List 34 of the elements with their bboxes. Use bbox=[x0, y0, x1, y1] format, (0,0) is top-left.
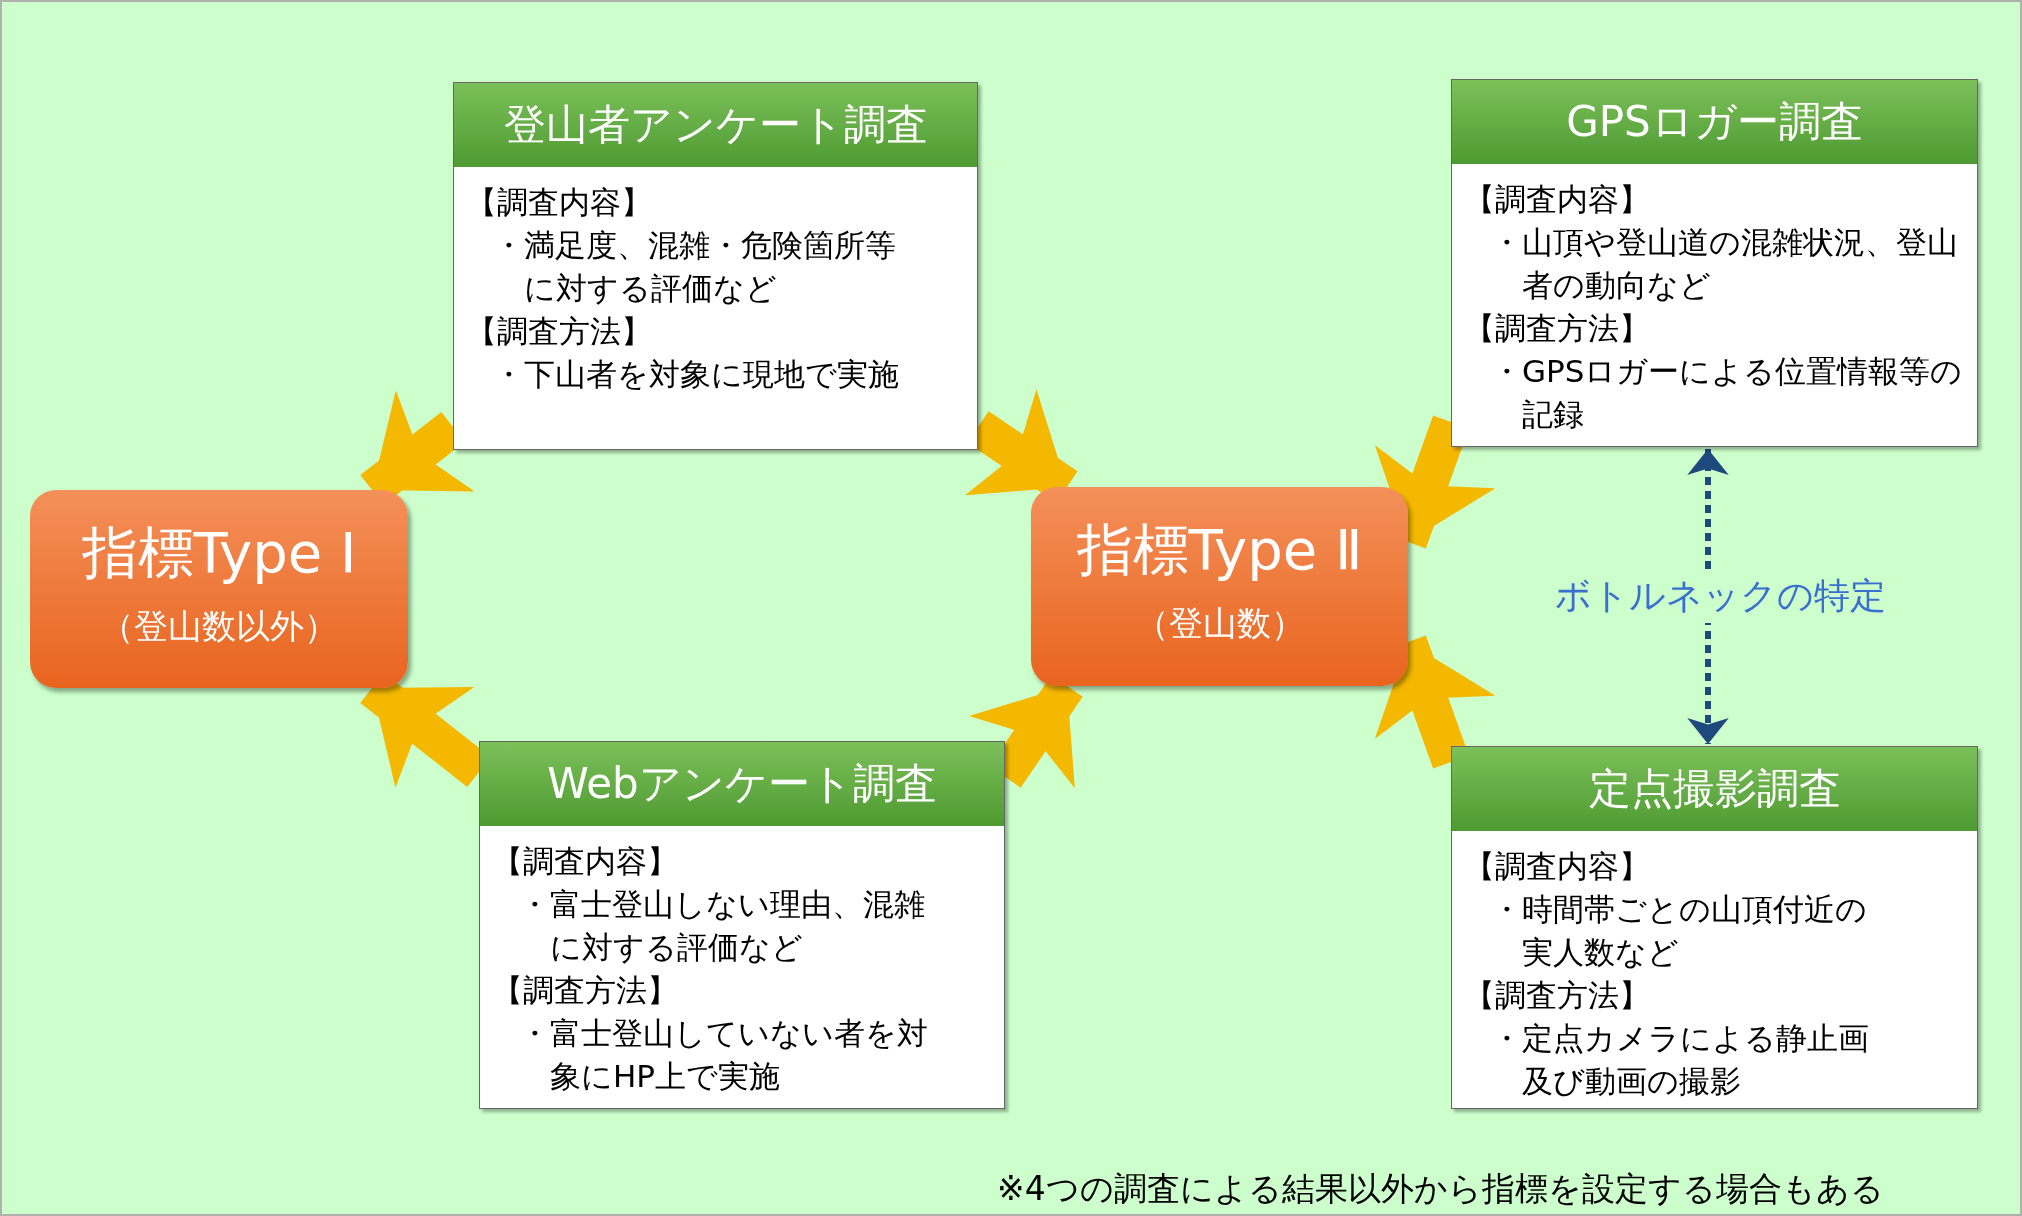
survey-card bbox=[1451, 746, 1978, 1109]
bullet-text: ・GPSロガーによる位置情報等の記録 bbox=[1490, 352, 1964, 434]
bullet-text: ・時間帯ごとの山頂付近の実人数など bbox=[1490, 890, 1868, 972]
block-arrow bbox=[1374, 635, 1496, 769]
section-heading: 【調査方法】 bbox=[466, 312, 653, 351]
bullet-text: ・満足度、混雑・危険箇所等に対する評価など bbox=[492, 226, 897, 308]
section-heading: 【調査方法】 bbox=[1464, 976, 1651, 1015]
card-header: GPSロガー調査 bbox=[1452, 80, 1977, 164]
indicator-title: 指標Type Ⅱ bbox=[1075, 516, 1364, 584]
survey-card bbox=[479, 741, 1005, 1109]
card-header: 定点撮影調査 bbox=[1452, 747, 1977, 831]
section-heading: 【調査内容】 bbox=[492, 842, 679, 881]
block-arrow bbox=[1374, 415, 1496, 549]
indicator-subtitle: （登山数以外） bbox=[99, 605, 339, 648]
survey-card bbox=[453, 82, 978, 450]
bullet-text: ・下山者を対象に現地で実施 bbox=[492, 355, 900, 394]
section-heading: 【調査内容】 bbox=[1464, 847, 1651, 886]
bullet-text: ・富士登山していない者を対象にHP上で実施 bbox=[518, 1014, 929, 1096]
indicator-subtitle: （登山数） bbox=[1133, 602, 1306, 645]
card-header: Webアンケート調査 bbox=[480, 742, 1004, 826]
card-header: 登山者アンケート調査 bbox=[454, 83, 977, 167]
footnote: ※4つの調査による結果以外から指標を設定する場合もある bbox=[997, 1168, 1884, 1210]
survey-card bbox=[1451, 79, 1978, 447]
bullet-text: ・定点カメラによる静止画及び動画の撮影 bbox=[1490, 1019, 1870, 1101]
section-heading: 【調査内容】 bbox=[466, 183, 653, 222]
dashed-arrow bbox=[1687, 449, 1729, 744]
section-heading: 【調査方法】 bbox=[492, 971, 679, 1010]
indicator-box bbox=[30, 490, 408, 688]
bullet-text: ・富士登山しない理由、混雑に対する評価など bbox=[518, 885, 926, 967]
section-heading: 【調査方法】 bbox=[1464, 309, 1651, 348]
indicator-title: 指標Type Ⅰ bbox=[80, 519, 358, 587]
section-heading: 【調査内容】 bbox=[1464, 180, 1651, 219]
bullet-text: ・山頂や登山道の混雑状況、登山者の動向など bbox=[1490, 223, 1959, 305]
indicator-box bbox=[1031, 487, 1408, 686]
